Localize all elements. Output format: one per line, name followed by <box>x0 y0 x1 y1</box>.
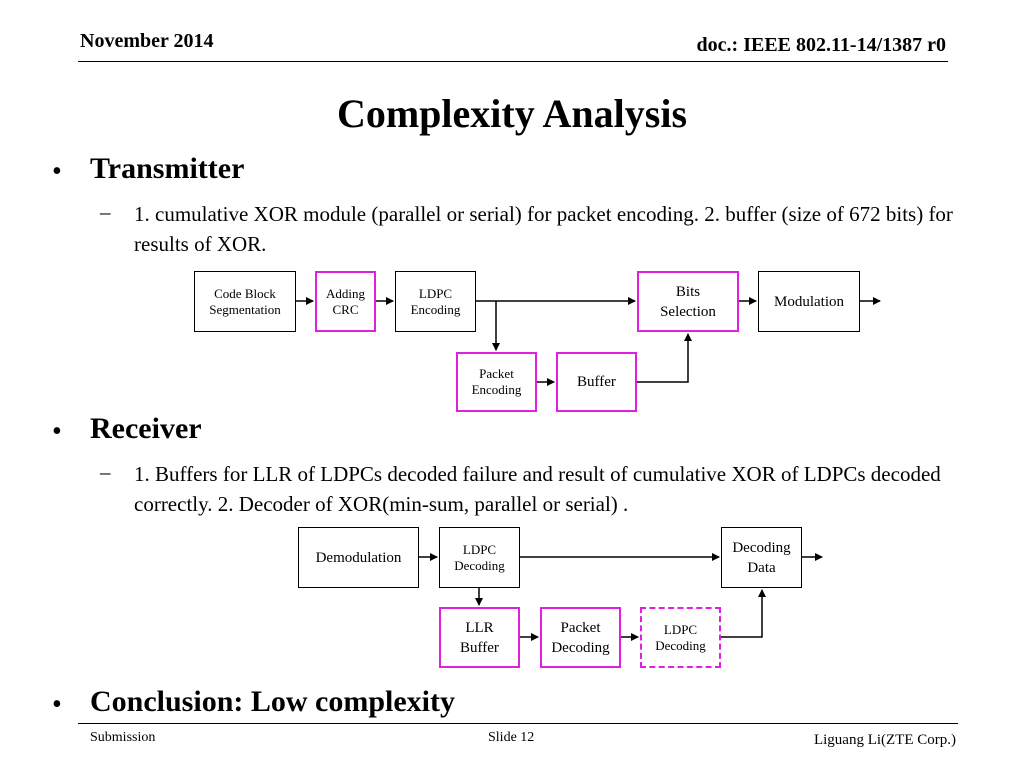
ldpc-decoding-box: LDPC Decoding <box>439 527 520 588</box>
code-block-segmentation-box: Code Block Segmentation <box>194 271 296 332</box>
footer-rule <box>78 723 958 724</box>
footer-author: Liguang Li(ZTE Corp.) <box>813 732 956 748</box>
packet-decoding-box: Packet Decoding <box>540 607 621 668</box>
demodulation-box: Demodulation <box>298 527 419 588</box>
bullet-dot: • <box>52 416 62 447</box>
arrow-ldpc-to-decoding-data-up <box>721 589 766 638</box>
dash-marker: – <box>100 200 111 224</box>
dash-marker: – <box>100 460 111 484</box>
receiver-heading: Receiver <box>90 412 202 445</box>
header-doc-id: doc.: IEEE 802.11-14/1387 r0 <box>696 34 946 56</box>
bits-selection-box: Bits Selection <box>637 271 739 332</box>
transmitter-text: 1. cumulative XOR module (parallel or se… <box>134 202 953 256</box>
llr-buffer-box: LLR Buffer <box>439 607 520 668</box>
conclusion-heading: Conclusion: Low complexity <box>90 685 456 718</box>
modulation-box: Modulation <box>758 271 860 332</box>
slide-title: Complexity Analysis <box>336 91 688 136</box>
decoding-data-box: Decoding Data <box>721 527 802 588</box>
bullet-dot: • <box>52 689 62 720</box>
ldpc-encoding-box: LDPC Encoding <box>395 271 476 332</box>
footer-submission: Submission <box>90 730 156 745</box>
footer-slide-number: Slide 12 <box>488 730 535 745</box>
packet-encoding-box: Packet Encoding <box>456 352 537 412</box>
ldpc-decoding-dashed-box: LDPC Decoding <box>640 607 721 668</box>
buffer-box: Buffer <box>556 352 637 412</box>
header-rule <box>78 61 948 62</box>
bullet-dot: • <box>52 156 62 187</box>
receiver-text: 1. Buffers for LLR of LDPCs decoded fail… <box>134 462 941 516</box>
arrow-buffer-to-bits <box>637 333 692 383</box>
header-date: November 2014 <box>80 30 214 52</box>
transmitter-heading: Transmitter <box>90 152 245 185</box>
adding-crc-box: Adding CRC <box>315 271 376 332</box>
